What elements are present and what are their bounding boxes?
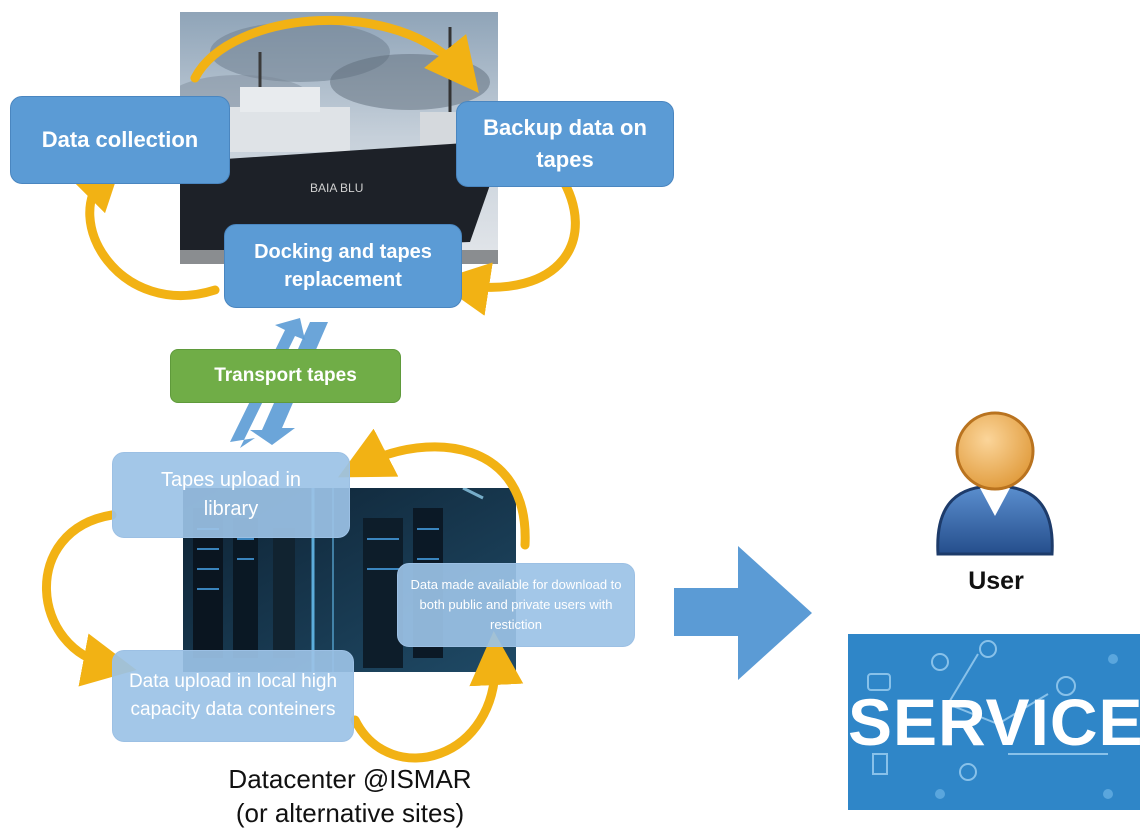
data-upload-label: Data upload in local high capacity data … xyxy=(128,671,338,720)
tapes-upload-box: Tapes upload in library xyxy=(112,452,350,538)
tapes-upload-label: Tapes upload in library xyxy=(160,469,302,520)
ship-name: BAIA BLU xyxy=(310,181,363,195)
datacenter-caption-line1: Datacenter @ISMAR xyxy=(228,764,472,794)
services-image: SERVICES xyxy=(848,634,1140,810)
arrow-docking-to-collect xyxy=(66,155,220,300)
big-right-arrow xyxy=(674,546,812,680)
backup-label: Backup data on tapes xyxy=(483,115,647,172)
arrow-collect-to-backup xyxy=(190,15,479,94)
data-upload-box: Data upload in local high capacity data … xyxy=(112,650,354,742)
services-decor xyxy=(867,640,1118,799)
services-label: SERVICES xyxy=(848,685,1140,759)
transport-tapes-label: Transport tapes xyxy=(214,365,357,386)
transport-tapes-box: Transport tapes xyxy=(170,349,401,403)
data-available-label: Data made available for download to both… xyxy=(410,577,622,632)
user-icon xyxy=(936,411,1054,556)
arrow-tapes-to-upload xyxy=(42,510,137,687)
arrow-available-to-tapes xyxy=(337,428,530,550)
arrow-backup-to-docking xyxy=(435,170,580,316)
arrow-upload-to-available xyxy=(350,631,524,763)
data-available-box: Data made available for download to both… xyxy=(397,563,635,647)
data-collection-label: Data collection xyxy=(41,127,199,152)
datacenter-caption-line2: (or alternative sites) xyxy=(235,798,465,828)
backup-box: Backup data on tapes xyxy=(456,101,674,187)
user-label: User xyxy=(968,567,1024,595)
docking-label: Docking and tapes replacement xyxy=(254,241,432,291)
datacenter-caption: Datacenter @ISMAR (or alternative sites) xyxy=(180,762,520,830)
data-collection-box: Data collection xyxy=(10,96,230,184)
docking-box: Docking and tapes replacement xyxy=(224,224,462,308)
